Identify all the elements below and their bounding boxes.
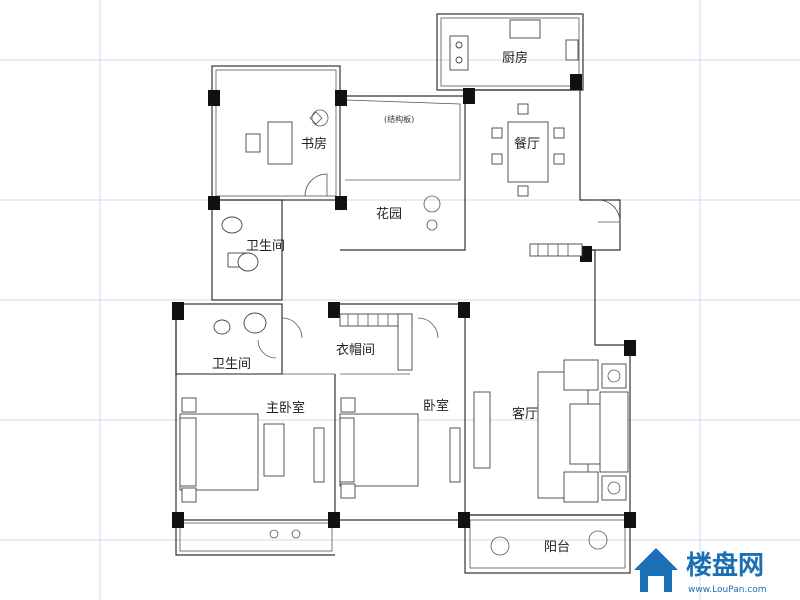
cloakroom-label: 衣帽间 bbox=[336, 342, 375, 358]
balcony-label: 阳台 bbox=[544, 540, 570, 555]
master-bedroom-label: 主卧室 bbox=[266, 400, 305, 416]
plants bbox=[269, 109, 608, 556]
kitchen-label: 厨房 bbox=[502, 50, 528, 66]
study-desk bbox=[245, 111, 323, 165]
partition-screen bbox=[529, 243, 583, 257]
watermark-brand: 楼盘网 bbox=[686, 550, 764, 581]
sofa-set bbox=[537, 359, 629, 503]
master-bed bbox=[179, 397, 325, 503]
bedroom-label: 卧室 bbox=[423, 398, 449, 414]
study-label: 书房 bbox=[301, 136, 327, 152]
structural-pillars bbox=[172, 74, 636, 528]
bathroom-upper-label: 卫生间 bbox=[246, 239, 285, 254]
watermark-logo: 楼盘网 www.LouPan.com bbox=[634, 548, 767, 595]
cloakroom-wardrobes bbox=[339, 313, 413, 371]
garden-label: 花园 bbox=[376, 206, 402, 222]
dining-table bbox=[491, 103, 565, 197]
walls bbox=[175, 13, 631, 574]
kitchen-fixtures bbox=[449, 19, 579, 71]
doors bbox=[257, 173, 621, 359]
dining-label: 餐厅 bbox=[514, 136, 540, 152]
living-room-label: 客厅 bbox=[512, 406, 538, 422]
watermark-url: www.LouPan.com bbox=[688, 585, 767, 595]
bathroom-lower-label: 卫生间 bbox=[212, 357, 251, 372]
bathroom-fixtures bbox=[213, 216, 267, 335]
structure-board-label: (结构板) bbox=[384, 114, 414, 124]
house-icon bbox=[634, 548, 678, 592]
bedroom-bed bbox=[339, 391, 491, 499]
